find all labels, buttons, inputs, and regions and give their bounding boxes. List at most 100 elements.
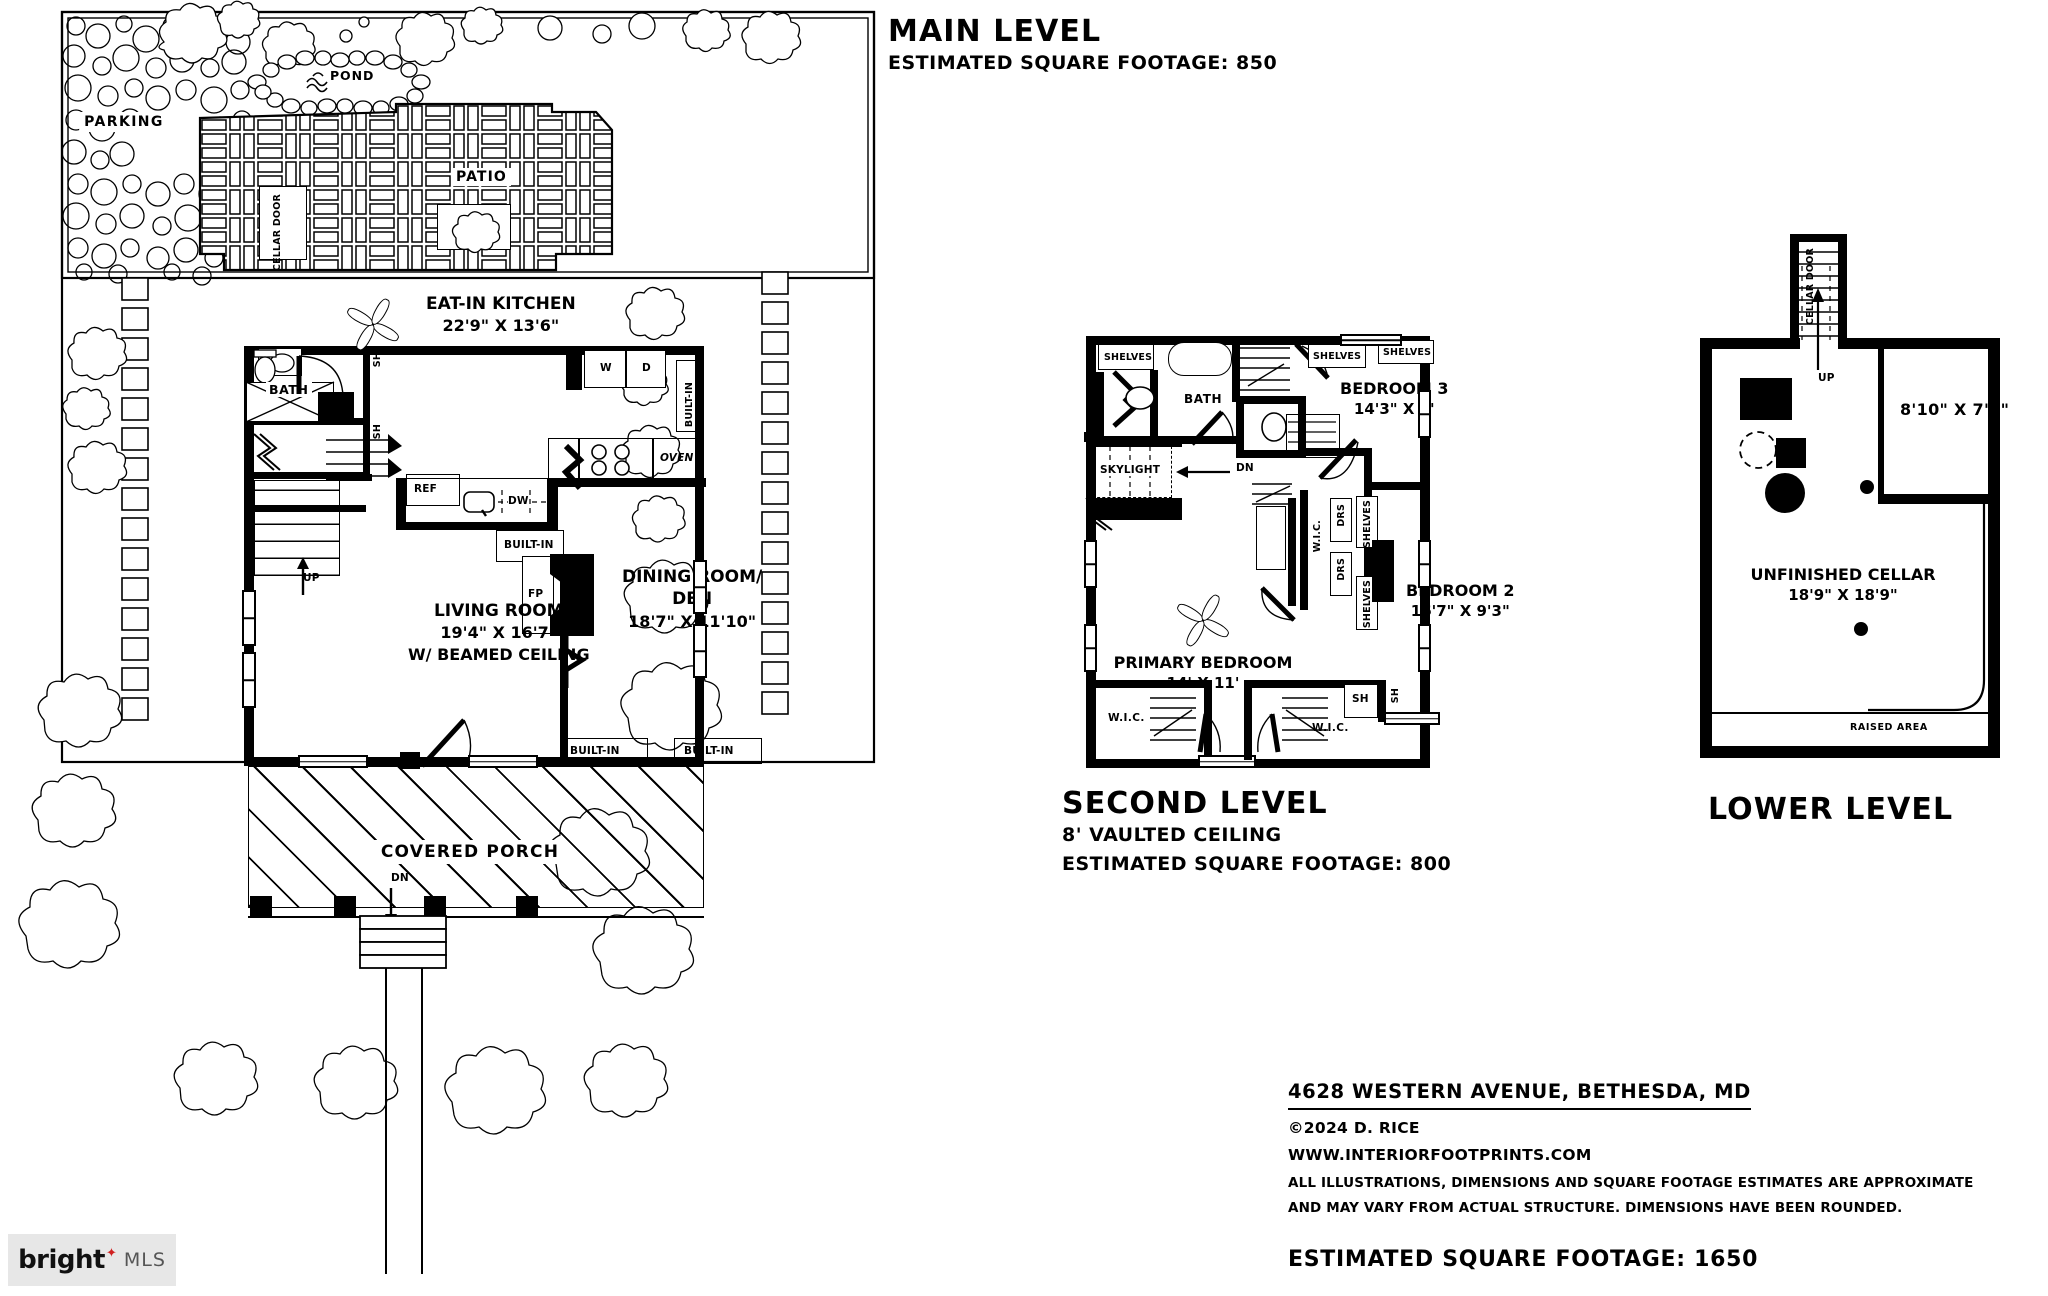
laundry-wall-solid	[566, 348, 582, 390]
lower-level-title: LOWER LEVEL	[1708, 792, 1954, 827]
porch-post-2	[334, 896, 356, 918]
bedroom2-label: BEDROOM 2 16'7" X 9'3"	[1406, 580, 1515, 622]
second-level-title-block: SECOND LEVEL 8' VAULTED CEILING ESTIMATE…	[1062, 786, 1451, 878]
wic-label-mid: W.I.C.	[1312, 520, 1323, 553]
dining-wall-zigzag	[563, 636, 587, 688]
stair-zigzag-2nd	[1085, 497, 1113, 531]
wic-bottom-wall-right	[1244, 680, 1386, 688]
dn-label-2nd: DN	[1236, 462, 1254, 474]
dw-label: DW	[508, 495, 529, 507]
cellar-stair-wall-top	[1790, 234, 1847, 242]
living-room-label: LIVING ROOM 19'4" X 16'7" W/ BEAMED CEIL…	[408, 600, 590, 665]
primary-wic-wall	[1288, 498, 1296, 606]
bedroom2-name: BEDROOM 2	[1406, 581, 1515, 600]
cooktop-icon	[591, 444, 630, 476]
up-label-main: UP	[303, 572, 320, 584]
pond	[247, 50, 431, 116]
ceiling-fan-kitchen	[345, 292, 401, 353]
front-walk	[359, 915, 447, 1274]
total-square-footage: ESTIMATED SQUARE FOOTAGE: 1650	[1288, 1246, 1759, 1272]
linen-wall-bot	[1236, 396, 1298, 404]
closet-doors-main	[326, 434, 402, 478]
wic-bottom-wall-left	[1086, 680, 1210, 688]
bathtub-2nd	[1168, 342, 1232, 376]
counter-div-2	[652, 438, 654, 480]
landscaping-shrubs	[158, 0, 802, 69]
wc-wall-bottom	[1236, 450, 1306, 458]
wic-bottom-v2	[1244, 680, 1252, 760]
website-line[interactable]: WWW.INTERIORFOOTPRINTS.COM	[1288, 1146, 1592, 1164]
cellar-wall-bottom	[1700, 746, 2000, 758]
window-bd2-r1	[1418, 540, 1431, 588]
window-bd3-top	[1340, 334, 1402, 346]
built-in-right	[676, 360, 696, 432]
dining-wall-a	[548, 478, 558, 530]
built-in-bottom-1	[560, 738, 648, 764]
bd3-wall-v	[1364, 448, 1372, 488]
column-dot-2	[1854, 622, 1868, 636]
primary-wic-door-swing	[1260, 586, 1296, 622]
window-left-1	[242, 590, 256, 646]
ref-label: REF	[414, 483, 438, 495]
tank-circle-icon	[1765, 473, 1805, 513]
wic-label-primary: W.I.C.	[1300, 512, 1311, 545]
window-right-1	[693, 560, 707, 614]
shelves-box-2	[1308, 344, 1366, 368]
watermark-suffix: MLS	[123, 1249, 166, 1271]
unfinished-cellar-label: UNFINISHED CELLAR 18'9" X 18'9"	[1750, 564, 1935, 606]
wic-label-bottom-right: W.I.C.	[1312, 722, 1349, 734]
raised-area-outline	[1868, 500, 1986, 712]
main-level-sqft: ESTIMATED SQUARE FOOTAGE: 850	[888, 52, 1278, 75]
column-dot-1	[1860, 480, 1874, 494]
refrigerator-box	[406, 474, 460, 506]
patio-label: PATIO	[452, 168, 511, 186]
main-level-title: MAIN LEVEL	[888, 14, 1102, 49]
cellar-stair-wall-left	[1790, 234, 1799, 344]
built-in-kitchen-label: BUILT-IN	[504, 539, 554, 551]
window-right-2	[693, 624, 707, 678]
linen-wall-left	[1232, 340, 1240, 402]
brightmls-watermark: bright ✦ MLS	[8, 1234, 176, 1286]
dn-arrow-2nd	[1176, 466, 1230, 478]
bath-wall-right-lower	[363, 426, 370, 474]
wall-top-main	[244, 346, 704, 355]
fireplace-solid	[550, 554, 594, 636]
footer-block: 4628 WESTERN AVENUE, BETHESDA, MD ©2024 …	[1288, 1080, 1973, 1272]
dining-wall-top	[556, 478, 706, 487]
skylight-label: SKYLIGHT	[1098, 464, 1163, 476]
oven-label: OVEN	[660, 452, 694, 464]
raised-area-line	[1712, 712, 1988, 715]
closet-shelf-lines-2nd	[1240, 347, 1290, 391]
wic-label-bottom-left: W.I.C.	[1108, 712, 1145, 724]
watermark-brand: bright	[18, 1245, 105, 1275]
built-in-bottom-2-label: BUILT-IN	[684, 745, 734, 757]
dn-label-main: DN	[391, 872, 409, 884]
jog-wall-2nd	[1086, 336, 1095, 446]
sh-label-1: SH	[372, 352, 383, 368]
living-note: W/ BEAMED CEILING	[408, 644, 590, 664]
stair-solid-2nd	[1086, 498, 1182, 520]
wic-wall-right-mid	[1364, 490, 1372, 610]
cellar-wall-right	[1988, 338, 2000, 758]
drawers-box-1	[1330, 498, 1352, 542]
sink-dw-icons	[463, 490, 546, 517]
front-door-swing	[420, 718, 472, 768]
watermark-star-icon: ✦	[105, 1245, 117, 1261]
sh-label-2nd-2: SH	[1390, 688, 1401, 704]
bath-inner-wall-right	[1150, 370, 1158, 442]
wic-bl-shelves	[1150, 697, 1221, 753]
hall-closet-lines	[1288, 421, 1336, 453]
wall-left-main	[244, 346, 254, 762]
equipment-block	[1776, 438, 1806, 468]
furnace-block	[1740, 378, 1792, 420]
bath-wall-right	[363, 346, 370, 426]
kitchen-wall-stub	[396, 478, 406, 530]
primary-name: PRIMARY BEDROOM	[1113, 653, 1293, 672]
shelves-label-3: SHELVES	[1383, 347, 1432, 358]
toilet-icon	[253, 349, 277, 384]
kitchen-name: EAT-IN KITCHEN	[426, 294, 576, 314]
shrubs-left	[31, 326, 128, 848]
bath-door-swing-2nd	[1190, 410, 1234, 446]
shelves-label-1: SHELVES	[1104, 352, 1153, 363]
wd-divider	[625, 350, 627, 388]
